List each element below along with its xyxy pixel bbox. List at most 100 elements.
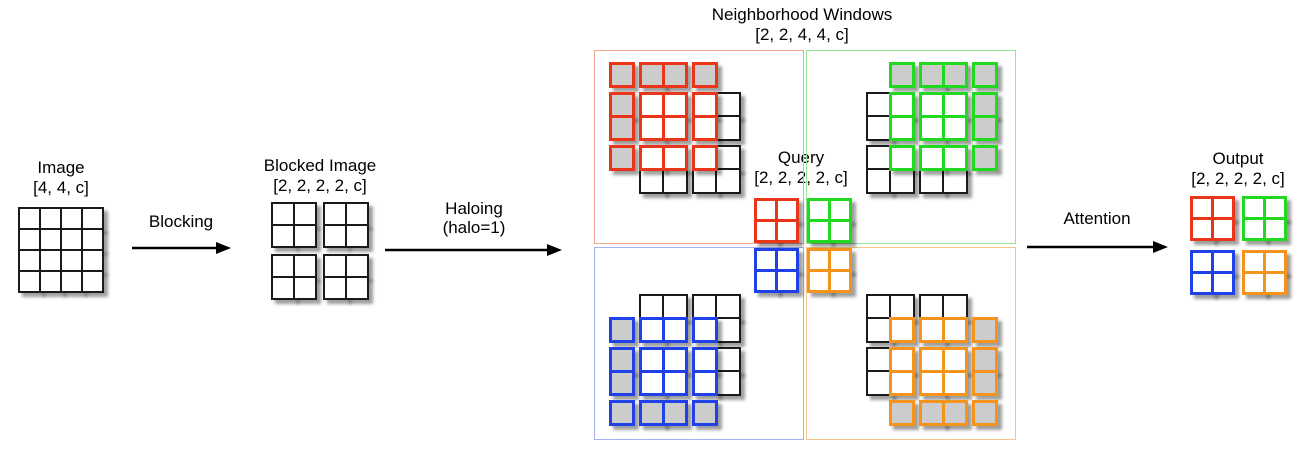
- neighborhood-window-bottom-right-window-cell: [942, 370, 968, 396]
- image-grid-cell: [18, 228, 41, 251]
- neighborhood-window-top-left-context-cell: [715, 168, 741, 194]
- neighborhood-window-top-right-halo-cell: [972, 62, 998, 88]
- neighborhood-window-top-right-halo-cell: [972, 115, 998, 141]
- output-block-bottom-right-cell: [1263, 271, 1287, 295]
- image-grid-cell: [18, 207, 41, 230]
- neighborhood-window-bottom-right-window-cell: [942, 347, 968, 373]
- attention-arrow-label: Attention: [1063, 209, 1131, 228]
- query-block-bottom-left-cell: [775, 269, 799, 293]
- neighborhood-window-bottom-right-window-cell: [889, 317, 915, 343]
- image-grid-cell: [18, 249, 41, 272]
- blocked-image-block-bottom-right-cell: [345, 276, 369, 300]
- neighborhood-window-top-right-window-cell: [889, 115, 915, 141]
- image-title: Image: [37, 158, 85, 177]
- blocked-image-block-top-right-cell: [345, 224, 369, 248]
- image-grid-cell: [60, 270, 83, 293]
- neighborhood-window-bottom-right-halo-cell: [972, 317, 998, 343]
- neighborhood-window-top-left-window-cell: [692, 92, 718, 118]
- query-title: Query: [777, 148, 825, 167]
- neighborhood-window-bottom-left-halo-cell: [662, 400, 688, 426]
- blocking-arrow-label: Blocking: [148, 212, 214, 231]
- output-block-top-left-cell: [1211, 217, 1235, 241]
- output-block-bottom-left-cell: [1211, 271, 1235, 295]
- blocked-image-block-top-right-cell: [345, 202, 369, 226]
- blocked-image-block-top-right-cell: [323, 224, 347, 248]
- blocked-image-block-bottom-left-cell: [293, 254, 317, 278]
- neighborhood-window-top-right-halo-cell: [972, 145, 998, 171]
- neighborhood-window-top-left-window-cell: [662, 145, 688, 171]
- query-block-bottom-right-cell: [828, 248, 852, 272]
- image-grid-cell: [18, 270, 41, 293]
- blocked-image-block-bottom-left-cell: [271, 276, 295, 300]
- neighborhood-window-bottom-left-window-cell: [692, 317, 718, 343]
- neighborhood-window-top-left-window-cell: [692, 145, 718, 171]
- blocked-image-block-bottom-right-cell: [323, 276, 347, 300]
- neighborhood-window-bottom-right-halo-cell: [972, 400, 998, 426]
- neighborhood-window-bottom-right-window-cell: [919, 317, 945, 343]
- neighborhood-window-bottom-left-window-cell: [639, 370, 665, 396]
- neighborhood-window-bottom-left-window-cell: [662, 370, 688, 396]
- image-grid-cell: [81, 228, 104, 251]
- neighborhood-window-bottom-right-halo-cell: [942, 400, 968, 426]
- neighborhood-window-top-left-halo-cell: [692, 62, 718, 88]
- query-block-bottom-left-cell: [775, 248, 799, 272]
- output-block-bottom-left-cell: [1211, 250, 1235, 274]
- output-block-top-right-cell: [1263, 217, 1287, 241]
- neighborhood-window-bottom-left-window-cell: [692, 370, 718, 396]
- neighborhood-windows-shape: [2, 2, 4, 4, c]: [755, 25, 849, 44]
- neighborhood-window-bottom-right-context-cell: [942, 294, 968, 320]
- window-box-bottom-left: [594, 247, 804, 440]
- blocked-image-block-bottom-right-cell: [345, 254, 369, 278]
- window-box-top-left: [594, 50, 804, 244]
- output-shape: [2, 2, 2, 2, c]: [1191, 169, 1285, 188]
- neighborhood-window-top-right-halo-cell: [889, 62, 915, 88]
- neighborhood-window-bottom-right-window-cell: [889, 370, 915, 396]
- image-grid-cell: [60, 249, 83, 272]
- query-shape: [2, 2, 2, 2, c]: [754, 168, 848, 187]
- blocked-image-block-top-left-cell: [271, 202, 295, 226]
- query-block-top-left-cell: [775, 219, 799, 243]
- neighborhood-window-bottom-left-window-cell: [662, 317, 688, 343]
- attention-arrow: [1027, 241, 1168, 253]
- query-block-bottom-right-cell: [828, 269, 852, 293]
- neighborhood-window-bottom-left-context-cell: [715, 317, 741, 343]
- neighborhood-window-bottom-left-window-cell: [639, 317, 665, 343]
- image-grid-cell: [81, 207, 104, 230]
- output-block-bottom-right-cell: [1242, 271, 1266, 295]
- blocked-image-block-top-right-cell: [323, 202, 347, 226]
- neighborhood-window-top-left-halo-cell: [609, 115, 635, 141]
- neighborhood-window-top-right-window-cell: [942, 145, 968, 171]
- window-box-top-right: [806, 50, 1016, 244]
- neighborhood-window-top-left-window-cell: [692, 115, 718, 141]
- blocked-image-block-bottom-left-cell: [293, 276, 317, 300]
- neighborhood-window-bottom-right-window-cell: [942, 317, 968, 343]
- query-block-top-left-cell: [775, 198, 799, 222]
- neighborhood-window-bottom-right-context-cell: [889, 294, 915, 320]
- blocked-image-title: Blocked Image: [263, 156, 377, 175]
- neighborhood-window-top-left-halo-cell: [609, 145, 635, 171]
- neighborhood-window-top-left-context-cell: [662, 168, 688, 194]
- blocked-image-block-bottom-right-cell: [323, 254, 347, 278]
- blocked-image-block-top-left-cell: [293, 202, 317, 226]
- neighborhood-window-top-right-halo-cell: [942, 62, 968, 88]
- neighborhood-window-top-right-context-cell: [889, 168, 915, 194]
- image-grid-cell: [60, 228, 83, 251]
- blocked-image-shape: [2, 2, 2, 2, c]: [273, 176, 367, 195]
- neighborhood-window-top-right-window-cell: [942, 115, 968, 141]
- neighborhood-window-bottom-left-halo-cell: [609, 317, 635, 343]
- neighborhood-windows-title: Neighborhood Windows: [711, 5, 893, 24]
- image-grid-cell: [81, 270, 104, 293]
- blocked-image-block-top-left-cell: [271, 224, 295, 248]
- neighborhood-window-bottom-left-context-cell: [715, 370, 741, 396]
- neighborhood-window-bottom-right-halo-cell: [972, 370, 998, 396]
- neighborhood-window-top-right-window-cell: [889, 145, 915, 171]
- blocked-image-block-top-left-cell: [293, 224, 317, 248]
- image-shape: [4, 4, c]: [33, 178, 89, 197]
- neighborhood-window-top-left-halo-cell: [609, 62, 635, 88]
- neighborhood-window-bottom-left-halo-cell: [692, 400, 718, 426]
- neighborhood-window-top-right-context-cell: [942, 168, 968, 194]
- neighborhood-window-bottom-left-halo-cell: [609, 370, 635, 396]
- output-block-top-left-cell: [1190, 217, 1214, 241]
